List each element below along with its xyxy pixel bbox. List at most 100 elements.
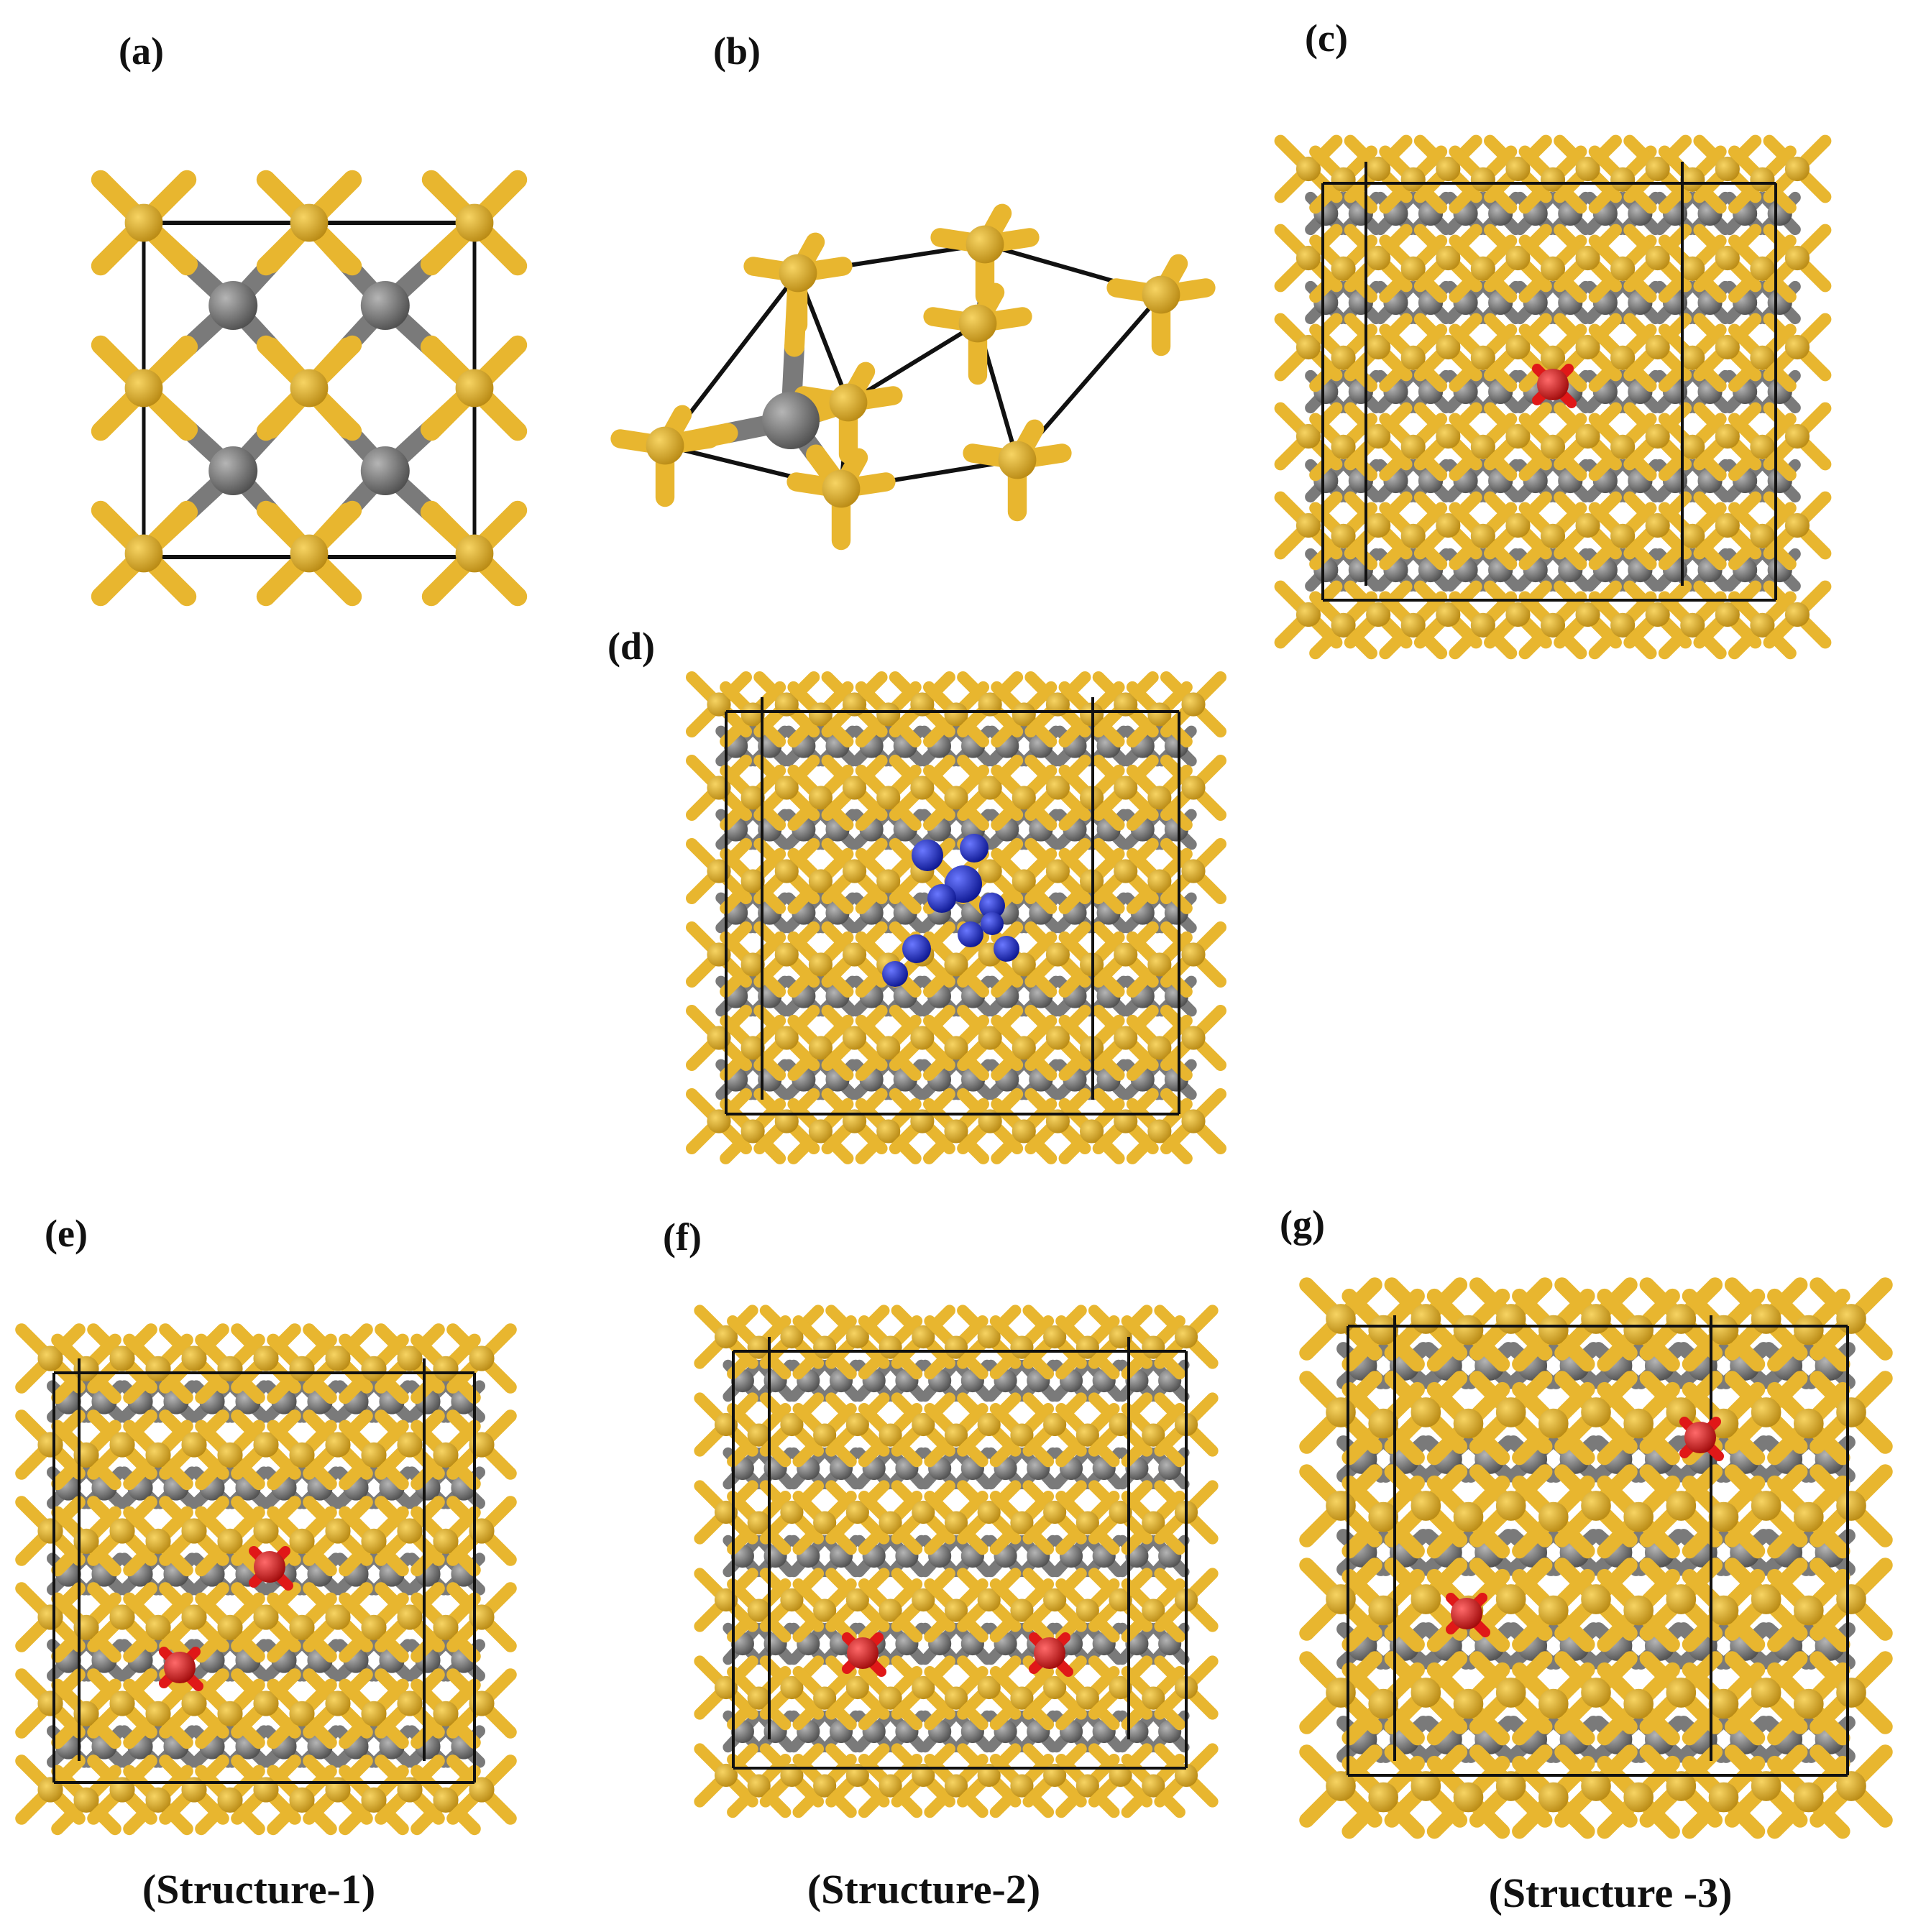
sulfur-atom [145, 1356, 171, 1381]
sulfur-atom [1784, 602, 1810, 627]
sulfur-atom [1366, 334, 1391, 360]
sulfur-atom [469, 1432, 495, 1458]
zinc-atom [360, 446, 410, 495]
sulfur-atom [1540, 256, 1566, 281]
sulfur-atom [879, 1335, 902, 1359]
sulfur-atom [1400, 434, 1426, 459]
sulfur-atom [1295, 245, 1321, 271]
sulfur-atom [747, 1423, 771, 1447]
sulfur-atom [977, 1588, 1001, 1612]
sulfur-atom [774, 776, 799, 800]
sulfur-atom [1751, 1771, 1781, 1801]
sulfur-atom [253, 1432, 279, 1458]
sulfur-atom [813, 1335, 837, 1359]
sulfur-atom [1505, 512, 1531, 538]
sulfur-atom [1453, 1408, 1484, 1439]
sulfur-atom [879, 1686, 902, 1710]
sulfur-atom [1784, 423, 1810, 449]
sulfur-atom [1114, 942, 1138, 967]
sulfur-atom [325, 1690, 351, 1716]
sulfur-atom [1075, 1686, 1099, 1710]
sulfur-atom [469, 1777, 495, 1803]
sulfur-atom [740, 786, 765, 810]
panel-label-a: (a) [119, 29, 164, 73]
sulfur-atom [977, 1500, 1001, 1524]
sulfur-atom [1436, 512, 1461, 538]
sulfur-atom [1581, 1397, 1611, 1427]
sulfur-atom [1012, 952, 1036, 977]
sulfur-atom [1331, 434, 1356, 459]
sulfur-atom [361, 1442, 387, 1468]
sulfur-atom [1075, 1598, 1099, 1622]
sulfur-atom [912, 1412, 935, 1437]
sulfur-atom [912, 1675, 935, 1700]
sulfur-atom [808, 869, 833, 893]
sulfur-atom [433, 1614, 459, 1640]
sulfur-atom [910, 776, 935, 800]
sulfur-atom [217, 1614, 243, 1640]
sulfur-atom [1708, 1501, 1739, 1532]
sulfur-atom [1784, 512, 1810, 538]
sulfur-atom [879, 1511, 902, 1535]
sulfur-atom [1114, 776, 1138, 800]
sulfur-atom [1436, 423, 1461, 449]
sulfur-atom [1708, 1595, 1739, 1626]
sulfur-atom [1581, 1491, 1611, 1521]
sulfur-atom [1411, 1584, 1441, 1614]
sulfur-atom [1045, 1026, 1070, 1050]
sulfur-atom [822, 469, 861, 508]
sulfur-atom [845, 1325, 869, 1349]
sulfur-atom [469, 1518, 495, 1544]
sulfur-atom [774, 942, 799, 967]
sulfur-atom [1680, 345, 1705, 370]
sulfur-atom [1075, 1774, 1099, 1798]
sulfur-atom [1623, 1688, 1654, 1719]
sulfur-atom [1366, 602, 1391, 627]
sulfur-atom [1147, 702, 1172, 727]
sulfur-atom [1043, 1412, 1067, 1437]
sulfur-atom [1411, 1771, 1441, 1801]
sulfur-atom [1666, 1491, 1697, 1521]
sulfur-atom [1836, 1678, 1866, 1708]
sulfur-atom [1366, 512, 1391, 538]
sulfur-atom [253, 1690, 279, 1716]
sulfur-atom [289, 1528, 315, 1554]
sulfur-atom [813, 1598, 837, 1622]
sulfur-atom [1366, 245, 1391, 271]
sulfur-atom [1045, 776, 1070, 800]
sulfur-atom [780, 1500, 804, 1524]
sulfur-atom [944, 1598, 968, 1622]
sulfur-atom [1331, 523, 1356, 548]
sulfur-atom [433, 1787, 459, 1813]
sulfur-atom [1623, 1408, 1654, 1439]
sulfur-atom [958, 304, 997, 343]
sulfur-atom [1436, 245, 1461, 271]
sulfur-atom [433, 1442, 459, 1468]
sulfur-atom [1181, 776, 1206, 800]
sulfur-atom [1836, 1771, 1866, 1801]
sulfur-atom [1495, 1678, 1526, 1708]
sulfur-atom [978, 859, 1002, 883]
sulfur-atom [1784, 334, 1810, 360]
sulfur-atom [289, 1442, 315, 1468]
sulfur-atom [1436, 334, 1461, 360]
sulfur-atom [780, 1588, 804, 1612]
sulfur-atom [1142, 1686, 1165, 1710]
sulfur-atom [290, 534, 329, 573]
sulfur-atom [1750, 612, 1775, 638]
sulfur-atom [808, 952, 833, 977]
sulfur-atom [1575, 245, 1600, 271]
sulfur-atom [1043, 1675, 1067, 1700]
isosurface-lobe [882, 961, 908, 987]
sulfur-atom [1012, 1036, 1036, 1060]
dopant-atom [164, 1652, 196, 1683]
sulfur-atom [37, 1518, 63, 1544]
sulfur-atom [1666, 1584, 1697, 1614]
sulfur-atom [1645, 423, 1670, 449]
sulfur-atom [1109, 1500, 1132, 1524]
sulfur-atom [1147, 869, 1172, 893]
sulfur-atom [1575, 512, 1600, 538]
sulfur-atom [944, 702, 968, 727]
sulfur-atom [1540, 434, 1566, 459]
isosurface-lobe [994, 936, 1019, 962]
